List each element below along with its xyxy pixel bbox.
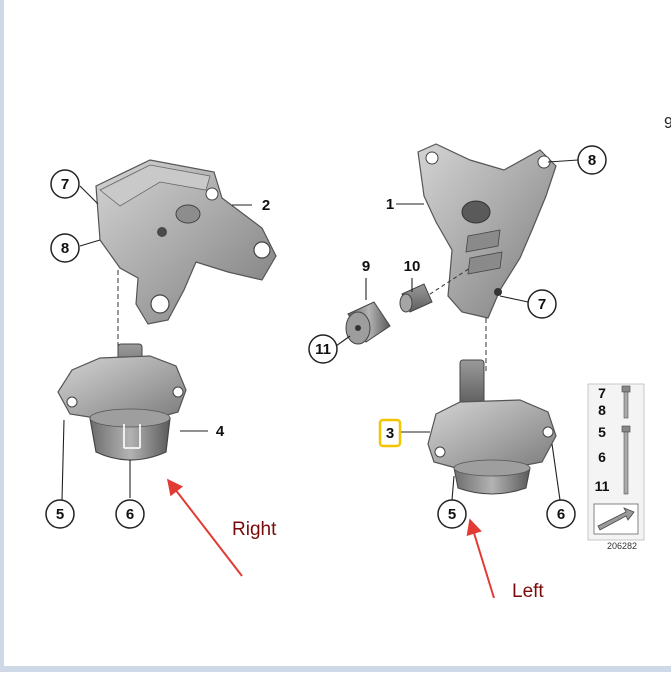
window-frame-left [0, 0, 4, 672]
legend-item-2: 8 [598, 402, 606, 418]
callout-label: 11 [315, 341, 331, 358]
callout-9: 9 [362, 258, 370, 275]
callout-label: 3 [386, 425, 394, 442]
callout-label: 7 [538, 296, 546, 313]
right-leader-lines [335, 159, 579, 501]
callout-6-right: 6 [546, 499, 576, 529]
cut-off-edge-character: 9 [664, 115, 671, 132]
legend-item-5: 11 [595, 478, 610, 494]
callout-label: 5 [448, 506, 456, 523]
left-annotation-label: Left [512, 581, 544, 602]
callout-label: 8 [61, 240, 69, 257]
window-frame-bottom [0, 666, 671, 672]
callout-7-left: 7 [50, 169, 80, 199]
callout-5-right: 5 [437, 499, 467, 529]
callout-label: 7 [61, 176, 69, 193]
callout-7-right: 7 [527, 289, 557, 319]
left-red-arrow [466, 518, 495, 599]
right-engine-mount [427, 359, 557, 495]
callout-label: 8 [588, 152, 596, 169]
bolt-icon [621, 385, 631, 419]
long-bolt-icon [621, 425, 631, 495]
rubber-bushing [345, 301, 391, 345]
callout-4: 4 [216, 423, 225, 440]
callout-label: 6 [557, 506, 565, 523]
spacer-sleeve [399, 283, 433, 313]
right-annotation-label: Right [232, 519, 277, 540]
right-red-arrow [167, 478, 243, 577]
legend-item-4: 6 [598, 449, 606, 465]
callout-8-right: 8 [577, 145, 607, 175]
callout-label: 6 [126, 506, 134, 523]
legend-item-3: 5 [598, 424, 606, 440]
hardware-legend: 7 8 5 6 11 [587, 383, 645, 541]
bushing-dashed-connector [423, 267, 471, 299]
direction-arrow-icon [593, 503, 639, 535]
callout-2: 2 [262, 197, 270, 214]
callout-11: 11 [308, 334, 338, 364]
callout-3-highlighted: 3 [378, 418, 402, 448]
callout-label: 5 [56, 506, 64, 523]
left-engine-mount [57, 343, 187, 461]
legend-item-1: 7 [598, 385, 606, 401]
callout-8-left: 8 [50, 233, 80, 263]
left-leader-lines [61, 185, 252, 501]
right-engine-bracket [417, 143, 557, 319]
callout-5-left: 5 [45, 499, 75, 529]
callout-10: 10 [404, 258, 421, 275]
callout-1: 1 [386, 196, 394, 213]
callout-6-left: 6 [115, 499, 145, 529]
left-engine-bracket [95, 159, 277, 325]
diagram-image-id: 206282 [607, 541, 637, 551]
